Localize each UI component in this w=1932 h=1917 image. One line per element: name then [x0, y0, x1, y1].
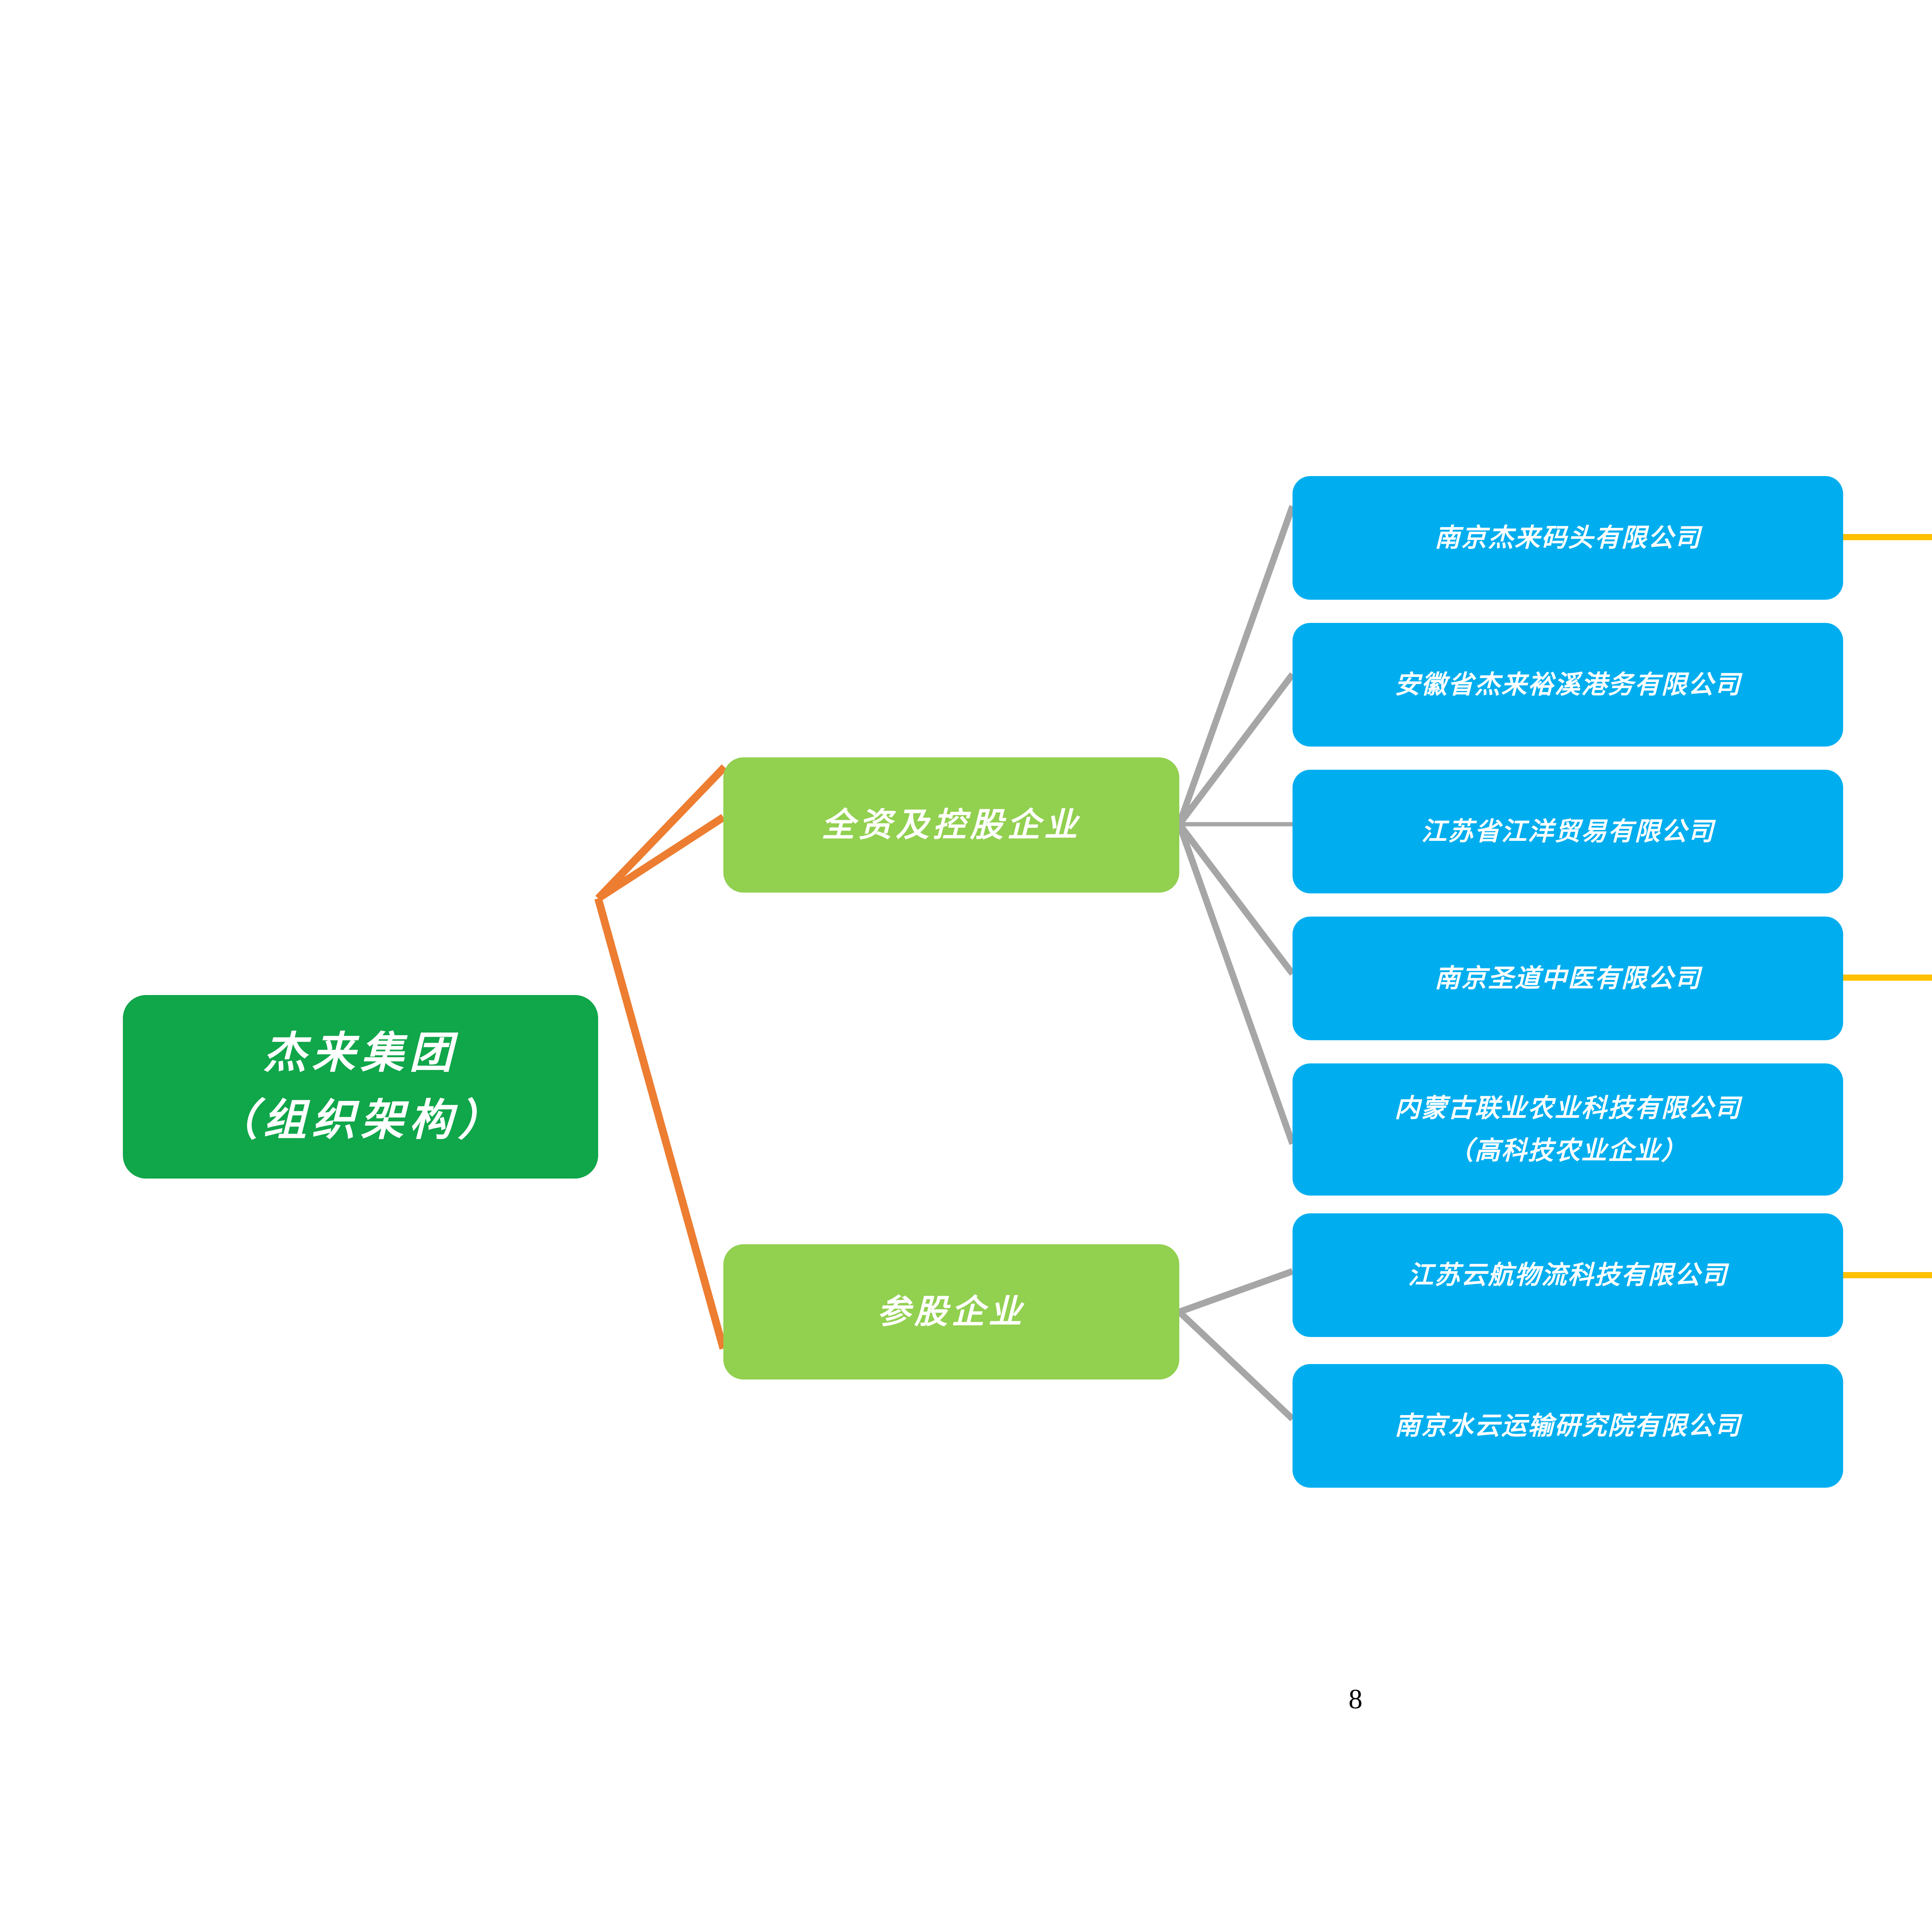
connector-root-to-wholly-owned	[596, 814, 726, 902]
root-node-title: 杰来集团	[263, 1027, 458, 1078]
connector-cat1-to-sub1	[1176, 505, 1296, 825]
subsidiary-anhui-jielai-yuxi-port[interactable]: 安徽省杰来裕溪港务有限公司	[1293, 623, 1843, 747]
root-node[interactable]: 杰来集团 （组织架构）	[123, 995, 598, 1179]
subsidiary-inner-mongolia-lianye-agri[interactable]: 内蒙古联业农业科技有限公司 （高科技农业企业）	[1293, 1063, 1843, 1196]
connector-root-to-equity	[594, 897, 727, 1350]
subsidiary-nanjing-shuiyun-transport-institute[interactable]: 南京水云运输研究院有限公司	[1293, 1364, 1843, 1488]
category-wholly-owned-holding[interactable]: 全资及控股企业	[723, 757, 1179, 893]
subsidiary-nanjing-jielai-wharf[interactable]: 南京杰来码头有限公司	[1293, 476, 1843, 600]
subsidiary-label: 南京圣道中医有限公司	[1434, 963, 1701, 993]
equity-connector-group	[1177, 1268, 1295, 1422]
category-label: 全资及控股企业	[821, 805, 1081, 844]
root-connector-group	[594, 764, 728, 1350]
connector-cat1-to-sub4	[1177, 822, 1295, 976]
category-label: 参股企业	[877, 1292, 1026, 1331]
subsidiary-jiangsu-yunhang-logistics[interactable]: 江苏云航物流科技有限公司	[1293, 1213, 1843, 1337]
wholly-owned-connector-group	[1176, 505, 1296, 1145]
subsidiary-label: 南京水云运输研究院有限公司	[1395, 1410, 1741, 1441]
subsidiary-label-secondary: （高科技农业企业）	[1448, 1136, 1688, 1165]
connector-root-upper-diagonal	[595, 764, 728, 901]
subsidiary-label: 江苏云航物流科技有限公司	[1408, 1260, 1728, 1290]
subsidiary-label: 南京杰来码头有限公司	[1434, 522, 1701, 553]
subsidiary-label: 安徽省杰来裕溪港务有限公司	[1395, 669, 1741, 699]
root-node-subtitle: （组织架构）	[214, 1095, 507, 1145]
connector-cat1-to-sub5	[1176, 823, 1296, 1145]
subsidiary-nanjing-shengdao-tcm[interactable]: 南京圣道中医有限公司	[1293, 917, 1843, 1040]
subsidiary-label: 内蒙古联业农业科技有限公司	[1395, 1093, 1741, 1123]
subsidiary-label: 江苏省江洋贸易有限公司	[1421, 816, 1714, 846]
category-equity-participation[interactable]: 参股企业	[723, 1244, 1179, 1379]
connector-cat2-to-sub7	[1177, 1309, 1295, 1422]
connector-cat1-to-sub2	[1177, 672, 1295, 827]
affiliate-connector-group	[1839, 534, 1932, 1278]
connector-cat2-to-sub6	[1178, 1268, 1294, 1315]
page-number: 8	[1349, 1684, 1362, 1715]
subsidiary-jiangsu-jiangyang-trade[interactable]: 江苏省江洋贸易有限公司	[1293, 770, 1843, 893]
